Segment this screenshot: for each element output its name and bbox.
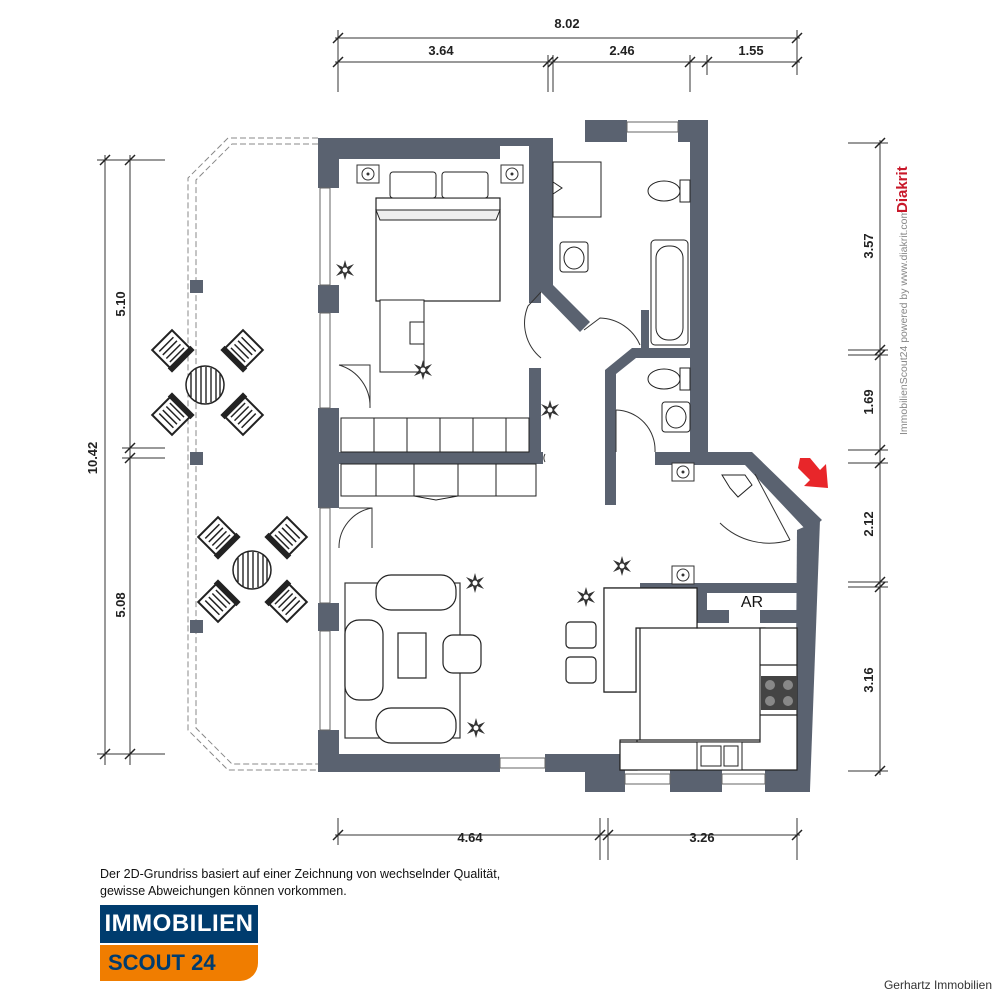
watermark-text: ImmobilienScout24 powered by www.diakrit… — [898, 209, 910, 435]
chair-icon — [195, 578, 242, 625]
balcony-outline — [187, 137, 318, 771]
sink-icon — [661, 401, 691, 433]
chair-icon — [195, 514, 242, 561]
balcony-table — [185, 365, 225, 405]
plant-icon — [577, 587, 595, 607]
diakrit-logo: Diakrit — [894, 166, 911, 213]
dim-top-3: 1.55 — [738, 43, 763, 58]
plant-icon — [541, 400, 559, 420]
balcony-post — [190, 452, 203, 465]
agency-credit: Gerhartz Immobilien — [883, 978, 992, 992]
bathtub-icon — [650, 239, 689, 346]
kitchen-counter — [603, 587, 798, 771]
dim-top-1: 3.64 — [428, 43, 454, 58]
logo-bottom: SCOUT 24 — [100, 945, 258, 981]
sofa-set — [344, 574, 482, 744]
stove-icon — [761, 676, 797, 710]
dim-right-1: 3.57 — [861, 233, 876, 258]
hall-shelf — [721, 474, 753, 498]
balcony-post — [190, 280, 203, 293]
dimension-ticks — [99, 32, 886, 841]
disclaimer-line-1: Der 2D-Grundriss basiert auf einer Zeich… — [100, 867, 501, 881]
shower — [552, 161, 602, 218]
dim-left-2: 5.08 — [113, 592, 128, 617]
nightstand-lamp-icon — [500, 164, 524, 184]
sink-icon — [559, 241, 589, 273]
dim-left-total: 10.42 — [85, 442, 100, 475]
dim-left-1: 5.10 — [113, 291, 128, 316]
dim-top-total: 8.02 — [554, 16, 579, 31]
wall-lamp-icon — [671, 462, 695, 482]
disclaimer: Der 2D-Grundriss basiert auf einer Zeich… — [100, 866, 500, 900]
chair-icon — [219, 327, 266, 374]
walls — [318, 120, 822, 792]
dim-right-4: 3.16 — [861, 667, 876, 692]
chair-icon — [263, 514, 310, 561]
bed — [375, 171, 501, 302]
dim-top-2: 2.46 — [609, 43, 634, 58]
toilet-icon — [647, 367, 691, 391]
plant-icon — [467, 718, 485, 738]
entrance-arrow-icon — [798, 458, 828, 488]
living-wardrobe — [340, 463, 537, 501]
windows — [319, 121, 766, 785]
dim-right-2: 1.69 — [861, 389, 876, 414]
dim-right-3: 2.12 — [861, 511, 876, 536]
kitchen-sink-icon — [696, 741, 743, 771]
bar-stool — [565, 621, 597, 684]
nightstand-lamp-icon — [356, 164, 380, 184]
wall-lamp-icon — [671, 565, 695, 585]
immobilienscout24-logo: IMMOBILIEN SCOUT 24 — [100, 905, 258, 981]
plant-icon — [613, 556, 631, 576]
bedroom-wardrobe — [340, 417, 530, 453]
dim-bottom-1: 4.64 — [457, 830, 483, 845]
doors — [338, 291, 791, 549]
balcony-table — [232, 550, 272, 590]
plant-icon — [466, 573, 484, 593]
logo-top: IMMOBILIEN — [100, 905, 258, 943]
chair-icon — [219, 391, 266, 438]
plant-icon — [336, 260, 354, 280]
storage-room-label: AR — [741, 594, 763, 611]
disclaimer-line-2: gewisse Abweichungen können vorkommen. — [100, 884, 347, 898]
toilet-icon — [647, 179, 691, 203]
desk — [379, 299, 425, 373]
balcony-post — [190, 620, 203, 633]
watermark: ImmobilienScout24 powered by www.diakrit… — [894, 166, 911, 435]
chair-icon — [263, 578, 310, 625]
dim-bottom-2: 3.26 — [689, 830, 714, 845]
